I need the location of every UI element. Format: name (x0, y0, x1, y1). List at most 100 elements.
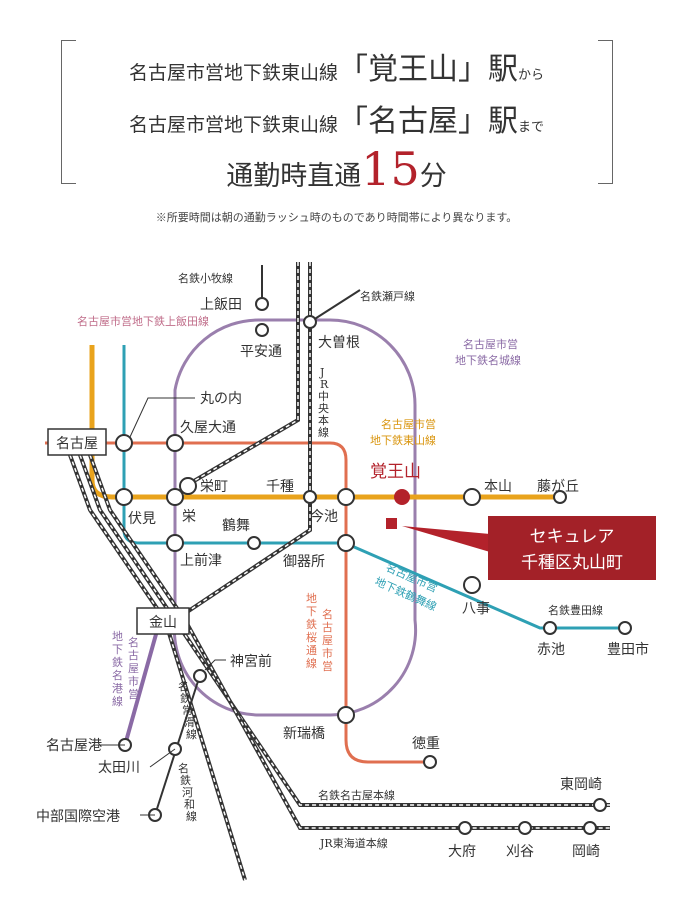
station-hisaya-odori: 久屋大通 (180, 420, 236, 436)
svg-text:名: 名 (112, 668, 123, 682)
station-otagawa: 太田川 (98, 760, 140, 776)
station-obu: 大府 (448, 844, 476, 860)
station-fushimi: 伏見 (128, 511, 156, 527)
station-tokushige: 徳重 (412, 736, 440, 752)
svg-text:本: 本 (318, 413, 329, 427)
meijo-line (172, 318, 418, 717)
station-nagoyako: 名古屋港 (46, 738, 102, 754)
line-label-jr-chuo: J R 中 央 本 線 (318, 366, 329, 439)
line3-prefix: 通勤時直通 (226, 161, 362, 192)
station-ozone: 大曽根 (318, 335, 360, 351)
svg-text:古: 古 (128, 649, 139, 662)
kakuozan-marker (394, 489, 410, 505)
svg-text:鉄: 鉄 (180, 691, 191, 705)
travel-minutes: 15 (361, 142, 420, 196)
nagoya-box (47, 428, 107, 456)
station-kakuozan: 覚王山 (370, 462, 421, 482)
line-label-sakuradori: 地 下 鉄 桜 通 線 名 古 屋 市 営 (306, 592, 333, 673)
station-chikusa: 千種 (266, 479, 294, 495)
header-line-2: 名古屋市営地下鉄東山線「名古屋」駅まで (0, 96, 673, 140)
svg-text:営: 営 (128, 687, 139, 701)
leader-lines (100, 397, 226, 816)
station-kanayama: 金山 (149, 615, 177, 631)
svg-text:桜: 桜 (306, 630, 317, 644)
svg-text:和: 和 (184, 798, 195, 811)
minutes-unit: 分 (419, 161, 447, 192)
station-chubu-airport: 中部国際空港 (36, 809, 120, 825)
svg-text:線: 線 (186, 809, 197, 823)
svg-text:線: 線 (318, 425, 329, 439)
svg-text:下: 下 (306, 605, 317, 618)
line2-suffix: 駅 (488, 104, 518, 139)
station-aratamabashi: 新瑞橋 (283, 726, 325, 742)
line-label-meitetsu-nagoya: 名鉄名古屋本線 (318, 788, 395, 802)
svg-text:名: 名 (128, 635, 139, 649)
svg-text:名: 名 (178, 679, 189, 693)
line-label-kamiiida: 名古屋市営地下鉄上飯田線 (77, 314, 209, 328)
station-okazaki: 岡崎 (572, 844, 600, 860)
line1-prefix: 名古屋市営地下鉄東山線 (128, 62, 338, 84)
property-marker (386, 518, 397, 529)
svg-text:営: 営 (322, 659, 333, 673)
svg-text:名: 名 (322, 607, 333, 621)
station-gokiso: 御器所 (283, 554, 325, 570)
station-sakae: 栄 (182, 509, 196, 525)
svg-text:鉄: 鉄 (306, 617, 317, 631)
header: 名古屋市営地下鉄東山線「覚王山」駅から 名古屋市営地下鉄東山線「名古屋」駅まで … (0, 0, 673, 205)
station-motoyama: 本山 (484, 479, 512, 495)
property-location: 千種区丸山町 (521, 553, 623, 573)
svg-text:J: J (319, 366, 324, 379)
svg-text:市: 市 (128, 674, 139, 688)
svg-text:屋: 屋 (322, 634, 333, 647)
property-name: セキュレア (530, 527, 615, 547)
svg-text:常: 常 (182, 704, 193, 717)
svg-text:中: 中 (318, 390, 329, 403)
svg-text:鉄: 鉄 (180, 773, 191, 787)
line-label-tokoname: 名 鉄 常 滑 線 (178, 679, 197, 741)
station-fujigaoka: 藤が丘 (537, 479, 579, 495)
svg-text:線: 線 (186, 727, 197, 741)
left-bracket (61, 40, 76, 184)
svg-text:河: 河 (182, 786, 193, 799)
station-jingu-mae: 神宮前 (230, 653, 272, 670)
property-pointer (402, 526, 490, 552)
line-label-toyota: 名鉄豊田線 (548, 603, 603, 617)
line-label-seto: 名鉄瀬戸線 (360, 289, 415, 303)
station-yagoto: 八事 (462, 601, 490, 617)
header-line-3: 通勤時直通15分 (0, 142, 673, 196)
svg-text:線: 線 (306, 656, 317, 670)
svg-text:港: 港 (112, 682, 123, 695)
line1-suffix: 駅 (488, 52, 518, 87)
svg-text:央: 央 (318, 402, 329, 415)
footnote: ※所要時間は朝の通勤ラッシュ時のものであり時間帯により異なります。 (155, 211, 518, 224)
line-label-kowa: 名 鉄 河 和 線 (178, 761, 197, 823)
higashiyama-line (89, 345, 560, 500)
svg-text:古: 古 (322, 621, 333, 634)
svg-text:市: 市 (322, 646, 333, 660)
route-map: 名古屋 金山 セキュレア 千種区丸山町 名鉄小牧線 名古屋市営地下鉄上飯田線 名… (36, 262, 656, 881)
station-sakae-machi: 栄町 (200, 479, 228, 495)
station-kariya: 刈谷 (506, 844, 534, 860)
line-label-higashiyama-2: 地下鉄東山線 (370, 433, 436, 447)
line-label-meijo-1: 名古屋市営 (463, 337, 518, 351)
line-label-higashiyama-1: 名古屋市営 (381, 417, 436, 431)
station-toyotashi: 豊田市 (607, 641, 649, 658)
origin-station: 「覚王山」 (338, 52, 488, 87)
station-kamiiida: 上飯田 (200, 296, 242, 313)
svg-text:下: 下 (112, 643, 123, 656)
station-nagoya: 名古屋 (56, 436, 98, 452)
station-imaike: 今池 (310, 509, 338, 525)
svg-text:地: 地 (112, 630, 123, 643)
svg-text:屋: 屋 (128, 662, 139, 675)
line-label-meijo-2: 地下鉄名城線 (455, 353, 521, 367)
line2-tail: まで (518, 120, 545, 135)
station-kamimaezu: 上前津 (180, 552, 222, 569)
svg-text:滑: 滑 (184, 716, 195, 729)
station-heian-dori: 平安通 (240, 344, 282, 360)
station-marunouchi: 丸の内 (200, 391, 242, 407)
station-akaike: 赤池 (537, 642, 565, 658)
sakuradori-line (45, 441, 430, 764)
svg-text:通: 通 (306, 644, 317, 657)
svg-text:地: 地 (306, 592, 317, 605)
line-label-meiko: 名 古 屋 市 営 地 下 鉄 名 港 線 (112, 630, 139, 708)
